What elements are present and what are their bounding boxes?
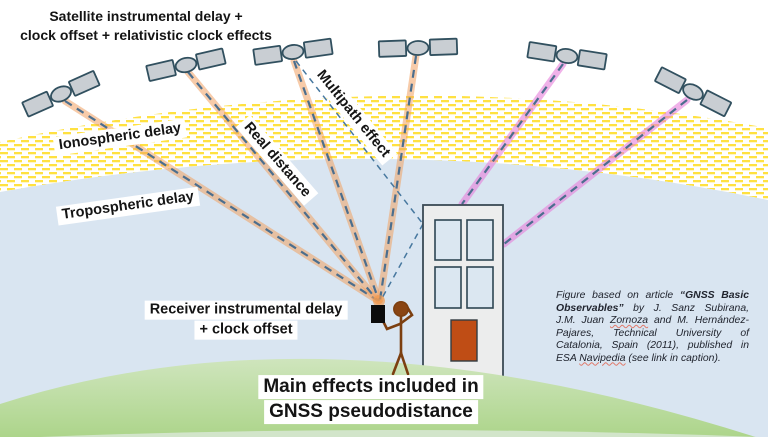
building-window — [466, 266, 494, 309]
citation-segment: Figure based on article — [556, 290, 680, 301]
satellite-icon — [252, 37, 334, 66]
satellite-body — [281, 44, 305, 60]
signal-line-stroke — [292, 60, 381, 302]
satellite-panel — [377, 39, 408, 58]
building-door — [450, 319, 478, 362]
earth-hill-bottom-arc — [40, 430, 760, 437]
satellite-icon — [145, 47, 227, 82]
satellite-panel — [699, 89, 732, 117]
building-window — [434, 219, 462, 261]
satellite-icon — [654, 66, 732, 117]
satellite-panel — [68, 70, 101, 97]
citation-segment: Observables” — [556, 302, 624, 314]
citation-line: Figure based on article “GNSS Basic — [556, 290, 749, 303]
signal-line-stroke — [503, 99, 688, 245]
person-left-arm — [381, 319, 402, 331]
citation-line: Pajares, Technical University of — [556, 328, 749, 341]
receiver-person — [381, 301, 414, 376]
person-legs — [391, 351, 410, 376]
citation-segment: J.M. Juan — [556, 315, 610, 326]
signal-line-orange — [184, 68, 382, 305]
main-caption-line1: Main effects included in — [258, 375, 484, 399]
satellite-body — [174, 56, 198, 74]
satellite-icon — [377, 37, 459, 58]
citation-line: Catalonia, Spain (2011), published in — [556, 340, 749, 353]
building — [422, 204, 504, 379]
satellite-panel — [21, 90, 54, 118]
satellite-body — [682, 83, 704, 101]
satellite-panel — [302, 37, 334, 59]
satellite-panel — [145, 59, 177, 82]
signal-line-stroke — [295, 60, 424, 225]
title-line-2: clock offset + relativistic clock effect… — [17, 26, 275, 44]
satellite-icon — [21, 70, 101, 118]
signal-line-orange — [376, 52, 420, 304]
satellite-panel — [526, 41, 558, 63]
satellite-icon — [526, 41, 608, 71]
satellite-panel — [252, 44, 283, 66]
citation-segment: Pajares, Technical University of — [556, 327, 749, 339]
satellite-body — [555, 47, 579, 65]
title-line-1: Satellite instrumental delay + — [46, 7, 246, 25]
building-window — [434, 266, 462, 309]
citation-segment: Catalonia, Spain (2011), published in — [556, 340, 749, 351]
satellite-body — [50, 85, 72, 103]
citation-segment: “GNSS Basic — [679, 290, 749, 301]
signal-line-stroke — [376, 52, 420, 304]
citation-line: ESA Navipedia (see link in caption). — [556, 353, 749, 366]
citation-line: Observables” by J. Sanz Subirana, — [556, 303, 749, 316]
citation-segment: Zornoza — [609, 315, 649, 326]
building-window — [466, 219, 494, 261]
satellite-panel — [428, 37, 459, 56]
signal-line-stroke — [187, 71, 379, 302]
signal-line-multipath — [295, 60, 424, 225]
citation-segment: ESA — [556, 352, 580, 364]
citation-segment: Navipedia — [579, 352, 626, 364]
person-head — [393, 301, 409, 317]
satellite-panel — [576, 49, 608, 71]
signal-line-orange — [290, 57, 383, 305]
satellites-layer — [21, 37, 732, 118]
gnss-receiver-device — [371, 305, 385, 323]
signal-convergence-glow — [373, 295, 385, 307]
signal-line-pink — [458, 60, 567, 208]
main-caption-line2: GNSS pseudodistance — [264, 400, 478, 424]
citation-line: J.M. Juan Zornoza and M. Hernández- — [556, 315, 749, 328]
receiver-delay-label-line2: + clock offset — [194, 320, 298, 340]
citation-segment: by J. Sanz Subirana, — [623, 302, 749, 314]
signal-lines-layer — [61, 52, 691, 305]
signal-line-pink — [500, 96, 691, 248]
signal-line-multipath — [380, 223, 424, 301]
satellite-panel — [195, 47, 227, 71]
satellite-body — [406, 40, 430, 56]
signal-line-stroke — [461, 63, 564, 205]
satellite-panel — [654, 66, 687, 94]
citation-segment: and M. Hernández- — [648, 315, 749, 326]
receiver-delay-label-line1: Receiver instrumental delay — [144, 300, 348, 320]
citation-segment: (see link in caption). — [625, 352, 721, 364]
signal-line-stroke — [380, 223, 424, 301]
